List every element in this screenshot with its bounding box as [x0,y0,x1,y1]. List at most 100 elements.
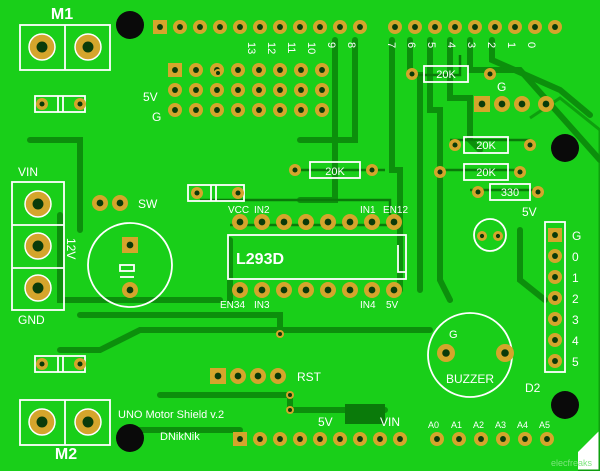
header-pad [488,20,502,34]
led-pad [477,231,487,241]
block-g-label: G [152,110,161,124]
gnd-label: GND [18,313,45,327]
chip-pad [342,214,358,230]
right-header-pad [548,291,562,305]
header-pad [353,20,367,34]
block-header-pad [252,103,266,117]
chip-pad [342,282,358,298]
block-header-pad [294,103,308,117]
m2-terminal-pad [74,408,102,436]
header-pad [448,20,462,34]
bottom-power-pad [333,432,347,446]
chip-pad [298,282,314,298]
block-header-pad [168,63,182,77]
digital-pin-label: 12 [265,42,277,54]
analog-pad [540,432,554,446]
cap-pad [36,358,48,370]
header-pad [508,20,522,34]
g-right-label: G [497,80,506,94]
resistor-label: 20K [476,140,496,152]
analog-pad [518,432,532,446]
switch-pad [112,195,128,211]
header-pad [153,20,167,34]
chip-pad [276,282,292,298]
power-terminal-pad [24,274,52,302]
chip-5v-label: 5V [386,300,399,311]
header-pad [233,20,247,34]
block-header-pad [315,83,329,97]
power-terminal-pad [24,190,52,218]
board-name: UNO Motor Shield v.2 [118,409,224,421]
block-header-pad [189,63,203,77]
chip-pad [254,214,270,230]
watermark: elecfreaks [551,458,593,468]
via-pad [286,391,294,399]
analog-pin-label: A5 [539,420,550,430]
analog-pin-label: A1 [451,420,462,430]
5v-right-label: 5V [522,205,537,219]
in1-label: IN1 [360,205,376,216]
switch-pad [92,195,108,211]
digital-pin-label: 7 [385,42,397,48]
resistor-label: 20K [325,166,345,178]
pads [24,20,562,446]
cap-pad [36,98,48,110]
buzzer-label: BUZZER [446,372,494,386]
analog-pad [430,432,444,446]
digital-pin-label: 1 [505,42,517,48]
right-header-pad [548,270,562,284]
d2-label: D2 [525,381,541,395]
header-pad [388,20,402,34]
right-pin-label: 2 [572,292,579,306]
right-header-pad [548,228,562,242]
bottom-power-pad [273,432,287,446]
header-pad [468,20,482,34]
analog-pad [452,432,466,446]
digital-pin-label: 9 [325,42,337,48]
analog-pad [496,432,510,446]
analog-pin-label: A2 [473,420,484,430]
bottom-power-pad [353,432,367,446]
bottom-vin-label: VIN [380,415,400,429]
buzzer-g-label: G [449,329,458,341]
digital-pin-label: 10 [305,42,317,54]
elcap-pad [122,237,138,253]
digital-pin-label: 13 [245,42,257,54]
block-header-pad [168,103,182,117]
block-header-pad [168,83,182,97]
block-header-pad [231,83,245,97]
right-header-pad [548,312,562,326]
cap-pad [232,187,244,199]
digital-pin-label: 0 [525,42,537,48]
header-pad [173,20,187,34]
header-pad [293,20,307,34]
via-pad [276,330,284,338]
right-pin-label: G [572,229,581,243]
block-header-pad [210,103,224,117]
m2-terminal-pad [28,408,56,436]
en12-label: EN12 [383,205,408,216]
right-pin-label: 3 [572,313,579,327]
block-header-pad [231,103,245,117]
resistor-label: 330 [501,187,519,199]
block-header-pad [231,63,245,77]
analog-pin-label: A0 [428,420,439,430]
silk-block [345,404,385,424]
block-header-pad [294,83,308,97]
analog-pin-label: A4 [517,420,528,430]
header-pad [528,20,542,34]
block-header-pad [189,103,203,117]
digital-pin-label: 6 [405,42,417,48]
chip-label: L293D [236,251,284,268]
resistor-label: 20K [476,167,496,179]
via-pad [286,406,294,414]
board-author: DNikNik [160,431,200,443]
chip-pad [320,214,336,230]
right-pin-label: 1 [572,271,579,285]
sw-label: SW [138,197,158,211]
block-header-pad [273,83,287,97]
resistor-pad [514,166,526,178]
chip-pad [364,214,380,230]
